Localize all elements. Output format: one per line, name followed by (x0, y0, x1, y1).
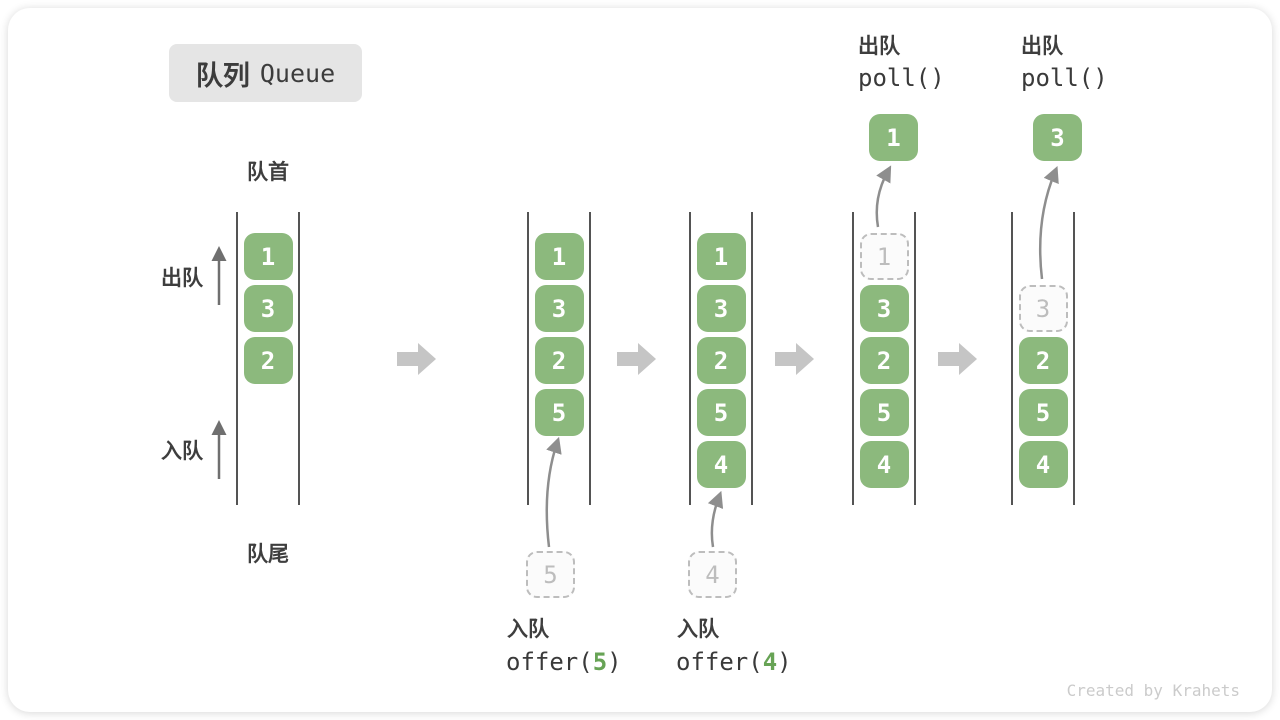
enqueue-op-code: offer(5) (506, 648, 622, 676)
queue-element: 3 (859, 285, 909, 332)
queue-element: 2 (243, 337, 293, 384)
queue-rear-label: 队尾 (247, 543, 289, 566)
queue-wall-right (1073, 212, 1075, 505)
queue-element: 4 (1018, 441, 1068, 488)
queue-element-removed: 1 (859, 233, 909, 280)
queue-element: 5 (1018, 389, 1068, 436)
dequeue-op-label: 出队 (858, 35, 900, 58)
enqueue-op-label: 入队 (507, 618, 549, 641)
diagram-card (8, 8, 1272, 712)
dequeue-side-label: 出队 (161, 267, 203, 290)
queue-element: 2 (696, 337, 746, 384)
queue-wall-right (589, 212, 591, 505)
enqueue-side-label: 入队 (161, 440, 203, 463)
queue-element: 5 (859, 389, 909, 436)
watermark: Created by Krahets (1066, 681, 1240, 700)
queue-element: 5 (696, 389, 746, 436)
queue-wall-right (914, 212, 916, 505)
enqueue-op-code: offer(4) (676, 648, 792, 676)
queue-element: 3 (243, 285, 293, 332)
dequeue-element: 1 (869, 114, 918, 161)
queue-wall-left (852, 212, 854, 505)
queue-element: 2 (1018, 337, 1068, 384)
title-en: Queue (259, 58, 336, 88)
queue-front-label: 队首 (247, 161, 289, 184)
queue-wall-left (1011, 212, 1013, 505)
title-zh: 队列 (195, 60, 250, 91)
enqueue-element: 4 (688, 551, 737, 598)
queue-element: 3 (534, 285, 584, 332)
queue-element: 1 (534, 233, 584, 280)
queue-element-removed: 3 (1018, 285, 1068, 332)
queue-element: 2 (534, 337, 584, 384)
enqueue-element: 5 (526, 551, 575, 598)
queue-element: 4 (859, 441, 909, 488)
title-box: 队列 Queue (169, 44, 362, 102)
queue-element: 1 (696, 233, 746, 280)
enqueue-op-arg: 4 (762, 648, 778, 676)
queue-wall-right (298, 212, 300, 505)
dequeue-op-code: poll() (858, 64, 945, 92)
queue-wall-left (236, 212, 238, 505)
queue-wall-right (751, 212, 753, 505)
enqueue-op-arg: 5 (592, 648, 608, 676)
enqueue-op-label: 入队 (677, 618, 719, 641)
queue-element: 1 (243, 233, 293, 280)
dequeue-op-label: 出队 (1021, 35, 1063, 58)
queue-wall-left (527, 212, 529, 505)
queue-element: 5 (534, 389, 584, 436)
queue-element: 3 (696, 285, 746, 332)
queue-element: 2 (859, 337, 909, 384)
queue-wall-left (689, 212, 691, 505)
dequeue-op-code: poll() (1021, 64, 1108, 92)
queue-element: 4 (696, 441, 746, 488)
dequeue-element: 3 (1033, 114, 1082, 161)
